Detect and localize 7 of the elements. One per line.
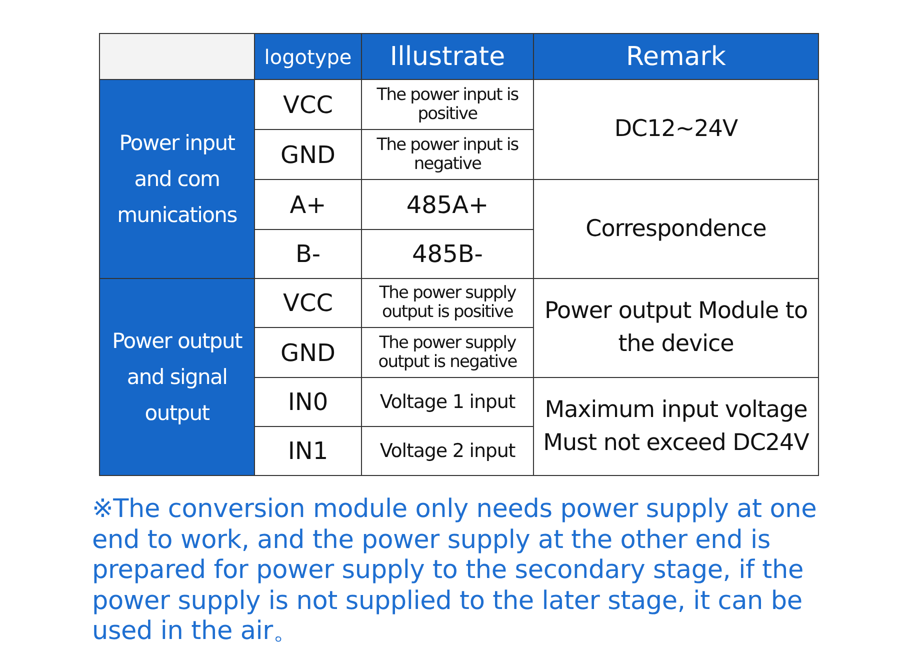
header-cell: logotype [254,33,362,80]
row-header-cell: Power input and com munications [99,79,255,279]
header-cell: Illustrate [361,33,534,80]
footnote: ※The conversion module only needs power supply at one end to work, and the power supply at the other end is prepared for power supply to the secondary stage, if the power supply is not supplied to the later stage, it can be used in the air。 [92,494,818,646]
row-header-cell: Power output and signal output [99,278,255,476]
header-cell: Remark [533,33,819,80]
table-cell: Maximum input voltage Must not exceed DC24V [533,377,819,476]
